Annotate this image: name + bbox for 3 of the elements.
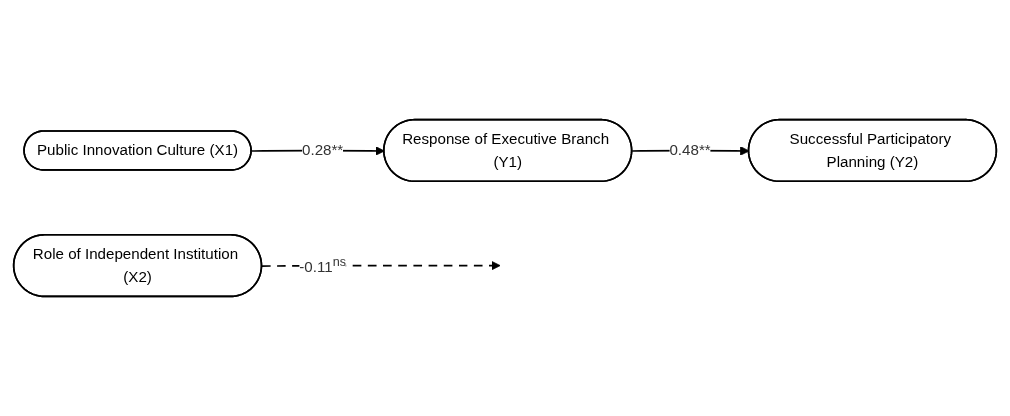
edge-label: -0.11$^{ns}$ bbox=[299, 254, 346, 276]
edge-label: 0.28** bbox=[302, 141, 344, 159]
edge-label: 0.48** bbox=[669, 141, 711, 159]
